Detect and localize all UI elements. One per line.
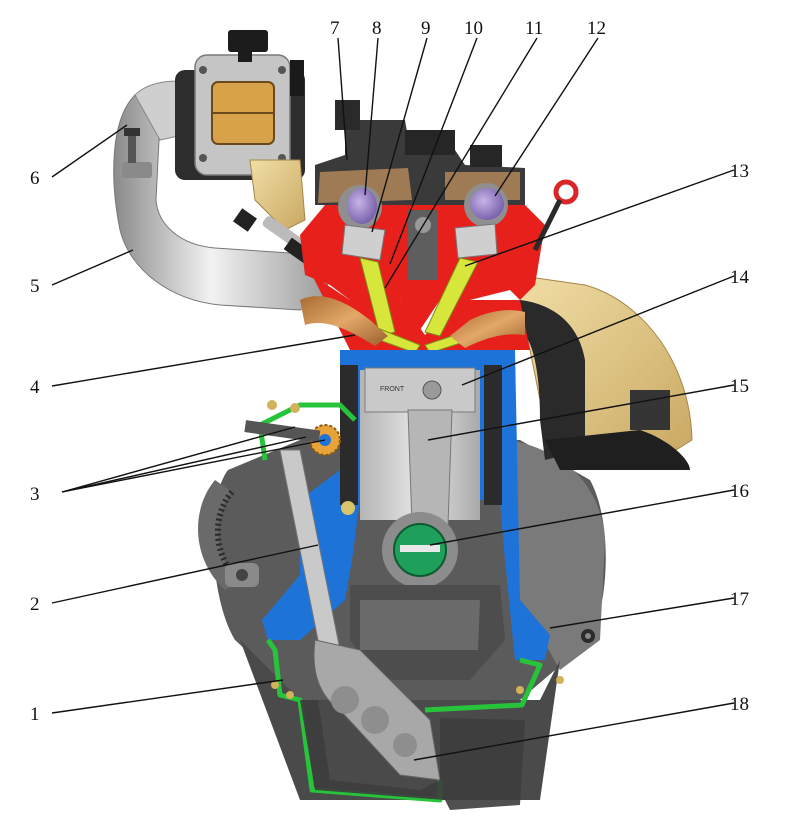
callout-14: 14: [730, 267, 750, 288]
flywheel-ring-gear: [198, 480, 259, 590]
leader-line-17: [549, 597, 735, 629]
callout-11: 11: [525, 18, 543, 39]
callout-3: 3: [30, 484, 40, 505]
cylinder-head: [300, 100, 579, 354]
leader-line-1: [51, 679, 284, 714]
leader-line-8: [364, 37, 379, 196]
leader-line-4: [51, 334, 356, 387]
leader-line-16: [429, 489, 735, 546]
callout-2: 2: [30, 594, 40, 615]
leader-line-3a: [61, 426, 296, 493]
callout-1: 1: [30, 704, 40, 725]
callout-7: 7: [330, 18, 340, 39]
callout-13: 13: [730, 161, 749, 182]
callout-15: 15: [730, 376, 749, 397]
leader-line-9: [371, 37, 428, 233]
leader-line-7: [337, 37, 348, 161]
callout-5: 5: [30, 276, 40, 297]
callout-9: 9: [421, 18, 431, 39]
leader-line-3c: [61, 439, 326, 493]
callout-4: 4: [30, 377, 40, 398]
callout-10: 10: [464, 18, 483, 39]
tan-bracket: [249, 159, 306, 231]
connecting-rod: [407, 409, 453, 526]
intake-temperature-sensor: [122, 128, 152, 178]
callout-12: 12: [587, 18, 606, 39]
leader-line-10: [389, 37, 478, 265]
leader-line-15: [427, 384, 735, 441]
callout-labels: 1 2 3 4 5 6 7 8 9 10 11 12 13 14 15 16 1…: [30, 18, 750, 725]
callout-8: 8: [372, 18, 382, 39]
callout-18: 18: [730, 694, 749, 715]
leader-line-12: [494, 37, 599, 197]
piston: [364, 367, 476, 413]
oil-pan: [300, 700, 525, 810]
callout-6: 6: [30, 168, 40, 189]
oil-pickup-tube: [279, 449, 441, 781]
callout-16: 16: [730, 481, 749, 502]
piston-marking: FRONT: [380, 386, 405, 393]
exhaust-manifold: [514, 274, 693, 470]
leader-line-13: [464, 169, 735, 267]
callout-17: 17: [730, 589, 749, 610]
leader-line-5: [51, 249, 134, 286]
throttle-body: [175, 30, 305, 180]
leader-line-3b: [61, 436, 307, 493]
cylinder-block: FRONT: [262, 350, 550, 680]
leader-lines: [51, 37, 735, 761]
leader-line-11: [384, 37, 538, 289]
leader-line-14: [461, 275, 735, 386]
leader-line-18: [413, 702, 735, 761]
leader-line-6: [51, 124, 128, 178]
bolts: [267, 400, 564, 699]
leader-line-2: [51, 544, 319, 604]
